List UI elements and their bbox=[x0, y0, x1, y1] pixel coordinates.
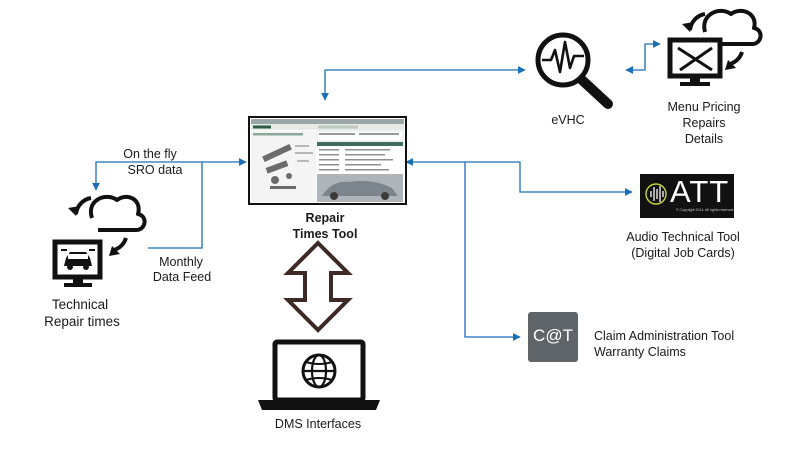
dms-laptop-globe-icon bbox=[258, 339, 380, 410]
evhc-label: eVHC bbox=[551, 113, 585, 127]
connector-on-the-fly bbox=[92, 158, 247, 191]
monthly-feed-line1: Monthly bbox=[159, 255, 203, 269]
technical-label-line2: Repair times bbox=[44, 314, 120, 329]
on-the-fly-line2: SRO data bbox=[127, 163, 183, 177]
att-label-line2: (Digital Job Cards) bbox=[631, 246, 735, 260]
repair-tool-label-line2: Times Tool bbox=[292, 227, 358, 241]
connector-monthly-feed bbox=[148, 162, 203, 249]
connector-evhc bbox=[321, 66, 526, 101]
evhc-magnifier-icon bbox=[535, 32, 613, 109]
connector-cat bbox=[464, 162, 521, 341]
connector-menu-pricing bbox=[625, 40, 661, 74]
menu-pricing-line1: Menu Pricing bbox=[667, 100, 741, 114]
cat-label-line2: Warranty Claims bbox=[594, 345, 686, 359]
monthly-feed-line2: Data Feed bbox=[152, 270, 212, 284]
technical-label-line1: Technical bbox=[51, 297, 109, 312]
cat-label-line1: Claim Administration Tool bbox=[594, 329, 735, 343]
menu-pricing-line2: Repairs bbox=[682, 116, 726, 130]
att-logo bbox=[640, 174, 734, 218]
att-label-line1: Audio Technical Tool bbox=[626, 230, 740, 244]
menu-pricing-cloud-monitor-icon bbox=[667, 8, 763, 86]
on-the-fly-line1: On the fly bbox=[123, 147, 177, 161]
connector-att-cat bbox=[405, 158, 633, 196]
att-logo-text: ATT bbox=[670, 174, 730, 209]
repair-times-tool-screenshot bbox=[248, 116, 407, 205]
cat-logo bbox=[528, 312, 578, 362]
menu-pricing-line3: Details bbox=[684, 132, 724, 146]
cat-logo-text: C@T bbox=[533, 326, 573, 345]
repair-tool-label-line1: Repair bbox=[305, 211, 345, 225]
technical-cloud-monitor-icon bbox=[52, 194, 147, 287]
dms-label: DMS Interfaces bbox=[274, 417, 362, 431]
att-logo-small-text: © Copyright 2014. All rights reserved. bbox=[676, 208, 735, 212]
bidirectional-outline-arrow bbox=[283, 240, 353, 333]
